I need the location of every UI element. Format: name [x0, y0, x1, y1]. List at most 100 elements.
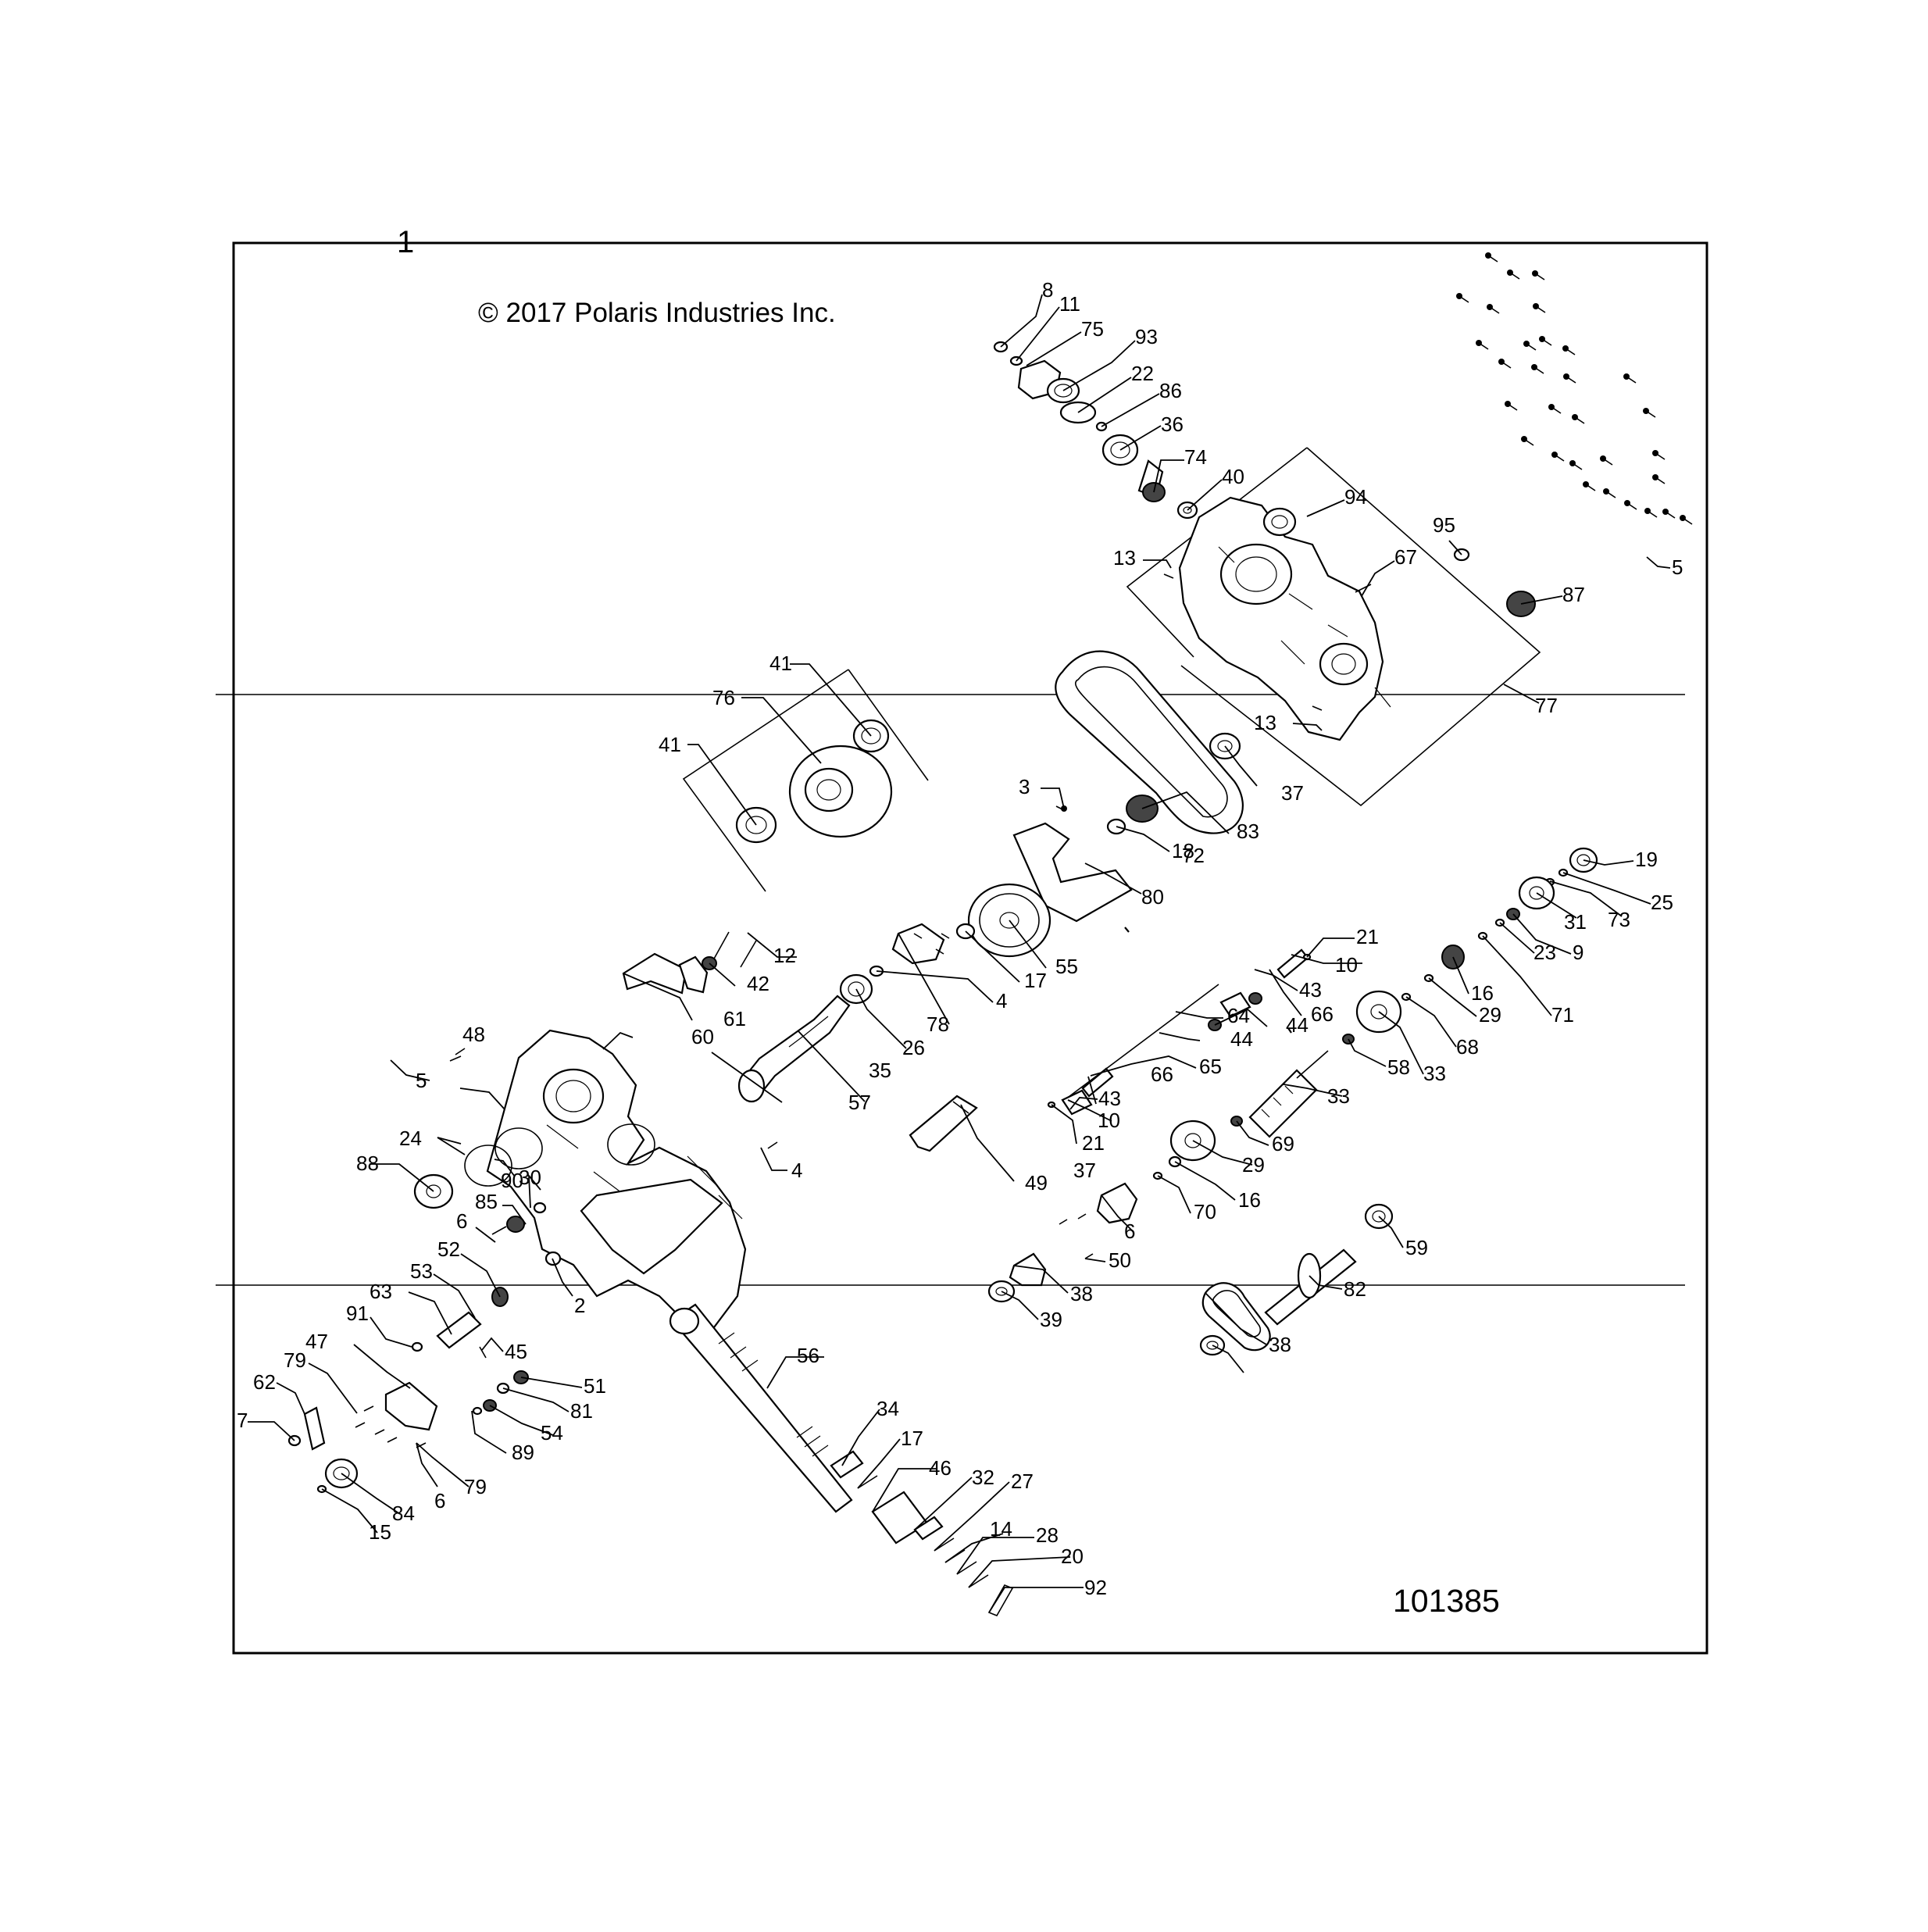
lower-shaft-parts	[830, 1450, 1014, 1617]
callout-label: 92	[1084, 1576, 1107, 1599]
callout-label: 10	[1098, 1109, 1120, 1132]
callout-label: 37	[1073, 1159, 1096, 1182]
callout-label: 11	[1059, 292, 1080, 316]
callout-label: 74	[1184, 445, 1207, 469]
long-shaft-56	[669, 1303, 853, 1513]
callout-label: 60	[691, 1025, 714, 1048]
callout-label: 5	[416, 1069, 427, 1092]
callout-label: 42	[747, 972, 769, 995]
callout-label: 66	[1311, 1002, 1334, 1026]
callout-label: 82	[1344, 1277, 1366, 1301]
callout-label: 43	[1098, 1087, 1121, 1110]
callout-label: 72	[1182, 844, 1205, 867]
diagram-frame	[232, 241, 1708, 1655]
callout-label: 37	[1281, 781, 1304, 805]
callout-label: 13	[1254, 711, 1276, 734]
callout-label: 3	[1019, 775, 1030, 798]
bolt-cluster	[1456, 252, 1693, 525]
callout-label: 31	[1564, 910, 1587, 934]
callout-label: 81	[570, 1399, 593, 1423]
callout-label: 56	[797, 1344, 819, 1367]
callout-label: 2	[574, 1294, 585, 1317]
callout-label: 20	[1061, 1545, 1084, 1568]
callout-label: 51	[584, 1374, 606, 1398]
callout-label: 40	[1222, 465, 1244, 488]
callout-label: 44	[1286, 1013, 1309, 1037]
callout-label: 76	[712, 686, 735, 709]
lower-left-parts	[287, 1287, 529, 1494]
callout-label: 73	[1608, 908, 1630, 931]
callout-label: 13	[1113, 546, 1136, 570]
callout-label: 36	[1161, 412, 1184, 436]
callout-label: 10	[1335, 953, 1358, 977]
callout-label: 15	[369, 1520, 391, 1544]
callout-label: 89	[512, 1441, 534, 1464]
callout-label: 47	[305, 1330, 328, 1353]
callout-label: 61	[723, 1007, 746, 1030]
callout-label: 71	[1551, 1003, 1574, 1027]
callout-labels: 8 11 75 93 22 86 36 74 40 94 13 67 95 5 …	[237, 278, 1683, 1599]
callout-label: 62	[253, 1370, 276, 1394]
callout-label: 87	[1562, 583, 1585, 606]
callout-label: 93	[1135, 325, 1158, 348]
callout-label: 80	[1141, 885, 1164, 909]
callout-label: 69	[1272, 1132, 1294, 1155]
callout-label: 29	[1242, 1153, 1265, 1177]
callout-label: 28	[1036, 1523, 1059, 1547]
callout-label: 32	[972, 1466, 994, 1489]
callout-label: 79	[464, 1475, 487, 1498]
callout-label: 9	[1573, 941, 1583, 964]
callout-label: 16	[1238, 1188, 1261, 1212]
callout-label: 8	[1042, 278, 1053, 302]
illustration-number: 101385	[1393, 1583, 1500, 1619]
callout-label: 14	[990, 1517, 1012, 1541]
callout-label: 6	[434, 1489, 445, 1512]
callout-label: 24	[399, 1127, 422, 1150]
shift-drum-parts	[622, 931, 757, 995]
copyright-text: © 2017 Polaris Industries Inc.	[478, 298, 836, 328]
callout-label: 63	[370, 1280, 392, 1303]
callout-label: 41	[659, 733, 681, 756]
callout-label: 90	[501, 1169, 523, 1192]
callout-label: 79	[284, 1348, 306, 1372]
callout-label: 33	[1423, 1062, 1446, 1085]
callout-label: 12	[773, 944, 796, 967]
callout-label: 30	[519, 1166, 541, 1189]
callout-label: 38	[1269, 1333, 1291, 1356]
callout-label: 35	[869, 1059, 891, 1082]
callout-label: 52	[437, 1237, 460, 1261]
callout-label: 43	[1299, 978, 1322, 1002]
callout-label: 5	[1672, 555, 1683, 579]
callout-label: 29	[1479, 1003, 1501, 1027]
callout-label: 59	[1405, 1236, 1428, 1259]
callout-label: 55	[1055, 955, 1078, 978]
callout-label: 33	[1327, 1084, 1350, 1108]
callout-label: 58	[1387, 1055, 1410, 1079]
callout-label: 57	[848, 1091, 871, 1114]
drive-belt-83	[1055, 650, 1244, 834]
callout-label: 25	[1651, 891, 1673, 914]
callout-label: 66	[1151, 1062, 1173, 1086]
callout-label: 26	[902, 1036, 925, 1059]
right-case-half	[1126, 447, 1541, 807]
callout-label: 7	[237, 1409, 248, 1432]
callout-label: 75	[1081, 317, 1104, 341]
callout-label: 46	[929, 1456, 952, 1480]
callout-label: 88	[356, 1152, 379, 1175]
callout-label: 18	[1172, 839, 1194, 862]
callout-label: 53	[410, 1259, 433, 1283]
callout-label: 34	[877, 1397, 899, 1420]
callout-label: 83	[1237, 820, 1259, 843]
callout-label: 4	[996, 989, 1007, 1012]
callout-label: 95	[1433, 513, 1455, 537]
callout-label: 6	[1124, 1220, 1135, 1243]
callout-label: 85	[475, 1190, 498, 1213]
callout-label: 54	[541, 1421, 563, 1445]
callout-label: 48	[462, 1023, 485, 1046]
callout-label: 19	[1635, 848, 1658, 871]
callout-label: 27	[1011, 1470, 1034, 1493]
callout-label: 44	[1230, 1027, 1253, 1051]
output-gear-group	[737, 883, 1051, 1103]
